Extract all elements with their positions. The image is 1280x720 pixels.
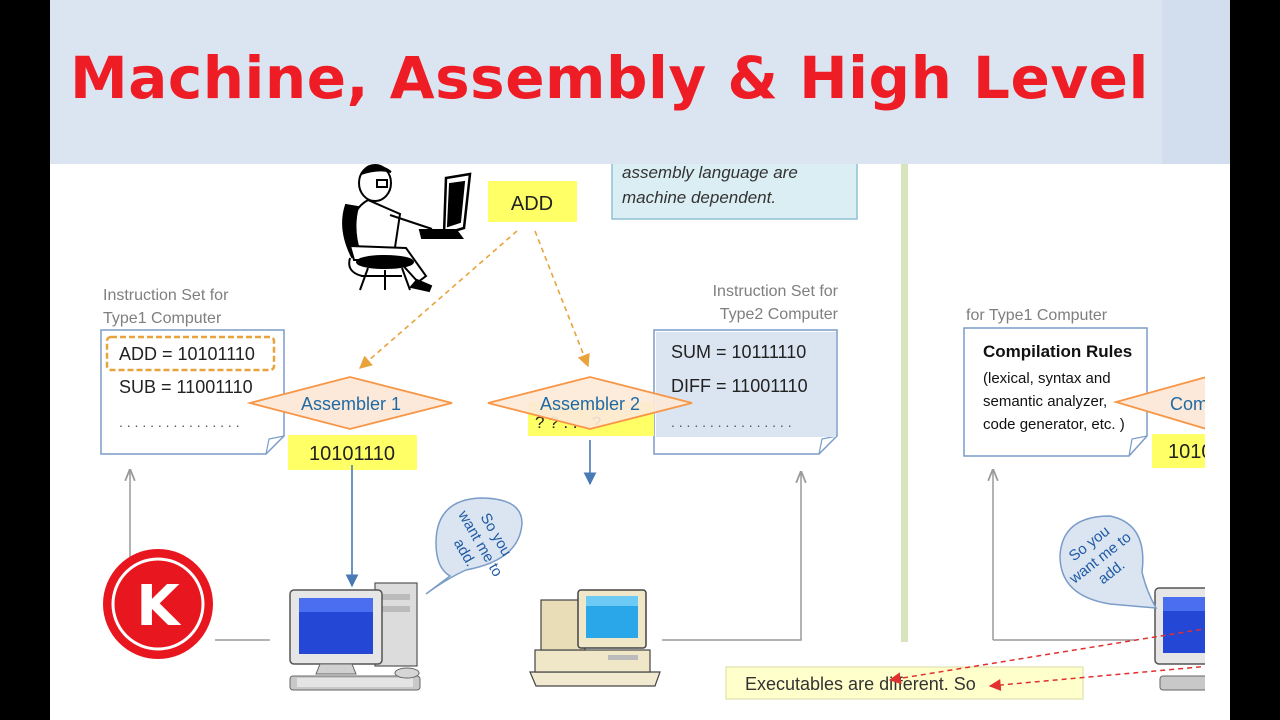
assembler1-output-text: 10101110 (309, 443, 395, 465)
user-instruction-box: ADD (488, 181, 577, 222)
slide: Machine, Assembly & High Level assembly … (50, 0, 1230, 720)
logo-letter: K (136, 574, 182, 639)
arrow-add-to-assembler2 (534, 230, 590, 368)
computer1-icon (289, 582, 421, 691)
compiler-caption: for Type1 Computer (966, 307, 1108, 324)
assembler2: Assembler 2 (487, 376, 693, 430)
assembler2-label: Assembler 2 (540, 394, 640, 414)
note-box: assembly language are machine dependent. (611, 164, 858, 220)
arrow-exec-2 (988, 665, 1211, 691)
type2-instruction-set: Instruction Set for Type2 Computer SUM =… (653, 283, 839, 455)
assembler1-label: Assembler 1 (301, 394, 401, 414)
type1-row-sub: SUB = 11001110 (119, 377, 253, 397)
type1-row-add: ADD = 10101110 (119, 344, 255, 364)
type2-caption-line-1: Instruction Set for (713, 283, 839, 300)
title-band: Machine, Assembly & High Level (50, 0, 1230, 164)
type2-caption-line-2: Type2 Computer (720, 306, 839, 323)
type1-instruction-set: Instruction Set for Type1 Computer ADD =… (100, 287, 285, 455)
compiler-rules: for Type1 Computer Compilation Rules (le… (963, 307, 1148, 457)
assembler1: Assembler 1 (246, 376, 453, 430)
compiler-rules-line-1: (lexical, syntax and (983, 370, 1111, 387)
compiler-label: Com (1170, 394, 1208, 414)
assembler1-output: 10101110 (288, 435, 417, 470)
compiler: Com (1112, 375, 1230, 431)
compiler-output-text: 1010 (1168, 441, 1213, 463)
type1-caption-line-1: Instruction Set for (103, 287, 229, 304)
type2-ellipsis: . . . . . . . . . . . . . . . . (671, 414, 792, 430)
type2-row-sum: SUM = 10111110 (671, 342, 806, 362)
section-divider (901, 164, 908, 642)
arrow-add-to-assembler1 (359, 230, 518, 369)
arrow-exec-1 (888, 627, 1211, 685)
type1-ellipsis: . . . . . . . . . . . . . . . . (119, 414, 240, 430)
user-instruction: ADD (511, 193, 553, 215)
compiler-rules-line-3: code generator, etc. ) (983, 416, 1125, 433)
computer2-icon (529, 589, 661, 687)
compiler-rules-line-2: semantic analyzer, (983, 393, 1107, 410)
speech-bubble-2: So you want me to add. (1059, 515, 1158, 609)
note-line-2: machine dependent. (622, 188, 776, 207)
diagram-canvas: assembly language are machine dependent.… (100, 164, 1230, 720)
note-line-1: assembly language are (622, 164, 798, 182)
compiler-rules-title: Compilation Rules (983, 342, 1132, 361)
type2-row-diff: DIFF = 11001110 (671, 376, 808, 396)
title-band-edge (1162, 0, 1230, 164)
executables-note: Executables are different. So (725, 666, 1084, 700)
executables-note-text: Executables are different. So (745, 674, 976, 694)
programmer-icon (342, 164, 472, 293)
type1-caption-line-2: Type1 Computer (103, 310, 222, 327)
connector-type2 (662, 472, 801, 641)
speech-bubble-1: So you want me to add. (425, 497, 523, 595)
page-title: Machine, Assembly & High Level (70, 44, 1149, 112)
slide-right-edge (1205, 164, 1230, 720)
channel-logo: K (103, 549, 213, 659)
